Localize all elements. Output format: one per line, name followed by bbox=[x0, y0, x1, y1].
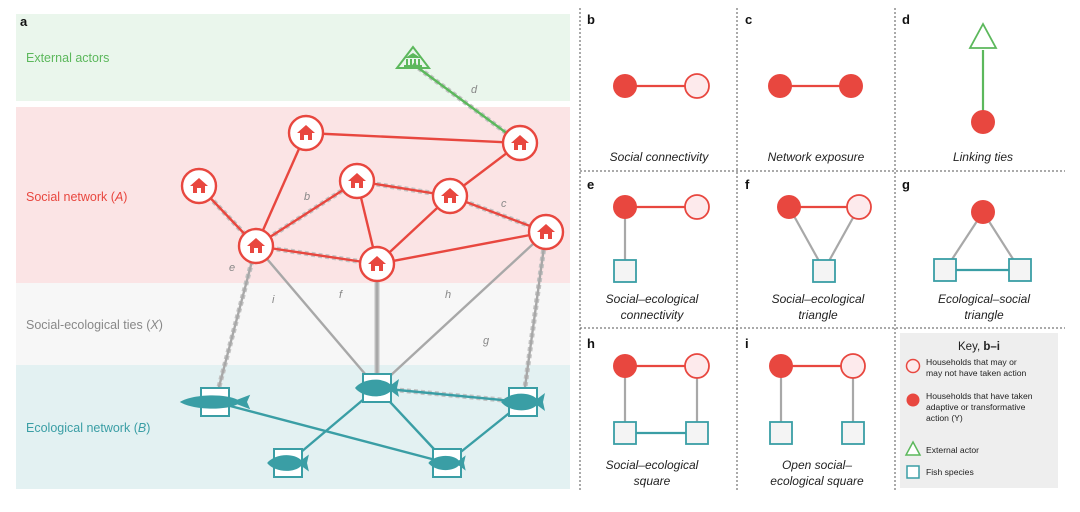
band-label-social: Social network (A) bbox=[26, 190, 127, 204]
band-label-ties: Social-ecological ties (X) bbox=[26, 318, 163, 332]
svg-text:triangle: triangle bbox=[964, 308, 1004, 322]
household-icon bbox=[287, 114, 325, 152]
panel-g: g Ecological–social triangle bbox=[902, 177, 1032, 322]
fish-icon bbox=[501, 387, 545, 417]
fish-nodes bbox=[179, 373, 545, 478]
svg-text:g: g bbox=[902, 177, 910, 192]
band-external bbox=[16, 14, 570, 101]
svg-text:h: h bbox=[445, 289, 451, 301]
panel-dividers bbox=[579, 8, 1065, 492]
household-icon bbox=[237, 227, 275, 265]
fish-icon bbox=[428, 448, 466, 478]
svg-text:connectivity: connectivity bbox=[621, 308, 685, 322]
panel-d: d Linking ties bbox=[902, 12, 1013, 164]
svg-text:Network exposure: Network exposure bbox=[768, 150, 865, 164]
social-ecological-ties bbox=[213, 231, 548, 403]
panel-letter: a bbox=[20, 14, 28, 29]
household-icon bbox=[501, 124, 539, 162]
svg-text:External actor: External actor bbox=[926, 445, 979, 455]
open-circle-icon bbox=[905, 358, 921, 374]
panel-c: c Network exposure bbox=[745, 12, 865, 164]
panel-h: h Social–ecological square bbox=[587, 336, 710, 488]
svg-text:ecological square: ecological square bbox=[770, 474, 864, 488]
svg-text:Social–ecological: Social–ecological bbox=[606, 458, 699, 472]
linking-tie bbox=[412, 63, 521, 144]
svg-text:Linking ties: Linking ties bbox=[953, 150, 1013, 164]
household-icon bbox=[358, 245, 396, 283]
household-icon bbox=[431, 177, 469, 215]
svg-text:Fish species: Fish species bbox=[926, 467, 974, 477]
fish-icon bbox=[267, 448, 309, 478]
svg-text:f: f bbox=[339, 289, 343, 301]
svg-text:Social–ecological: Social–ecological bbox=[772, 292, 865, 306]
household-nodes bbox=[180, 114, 565, 283]
household-icon bbox=[338, 162, 376, 200]
band-label-external: External actors bbox=[26, 51, 109, 65]
svg-text:c: c bbox=[501, 198, 507, 210]
svg-text:e: e bbox=[229, 262, 235, 274]
panel-e: e Social–ecological connectivity bbox=[587, 177, 710, 322]
svg-text:action (Y): action (Y) bbox=[926, 413, 963, 423]
svg-text:c: c bbox=[745, 12, 752, 27]
key-title: Key, b–i bbox=[958, 341, 1000, 353]
svg-text:h: h bbox=[587, 336, 595, 351]
svg-text:triangle: triangle bbox=[798, 308, 838, 322]
svg-text:b: b bbox=[587, 12, 595, 27]
svg-text:i: i bbox=[745, 336, 749, 351]
svg-text:i: i bbox=[272, 294, 275, 306]
svg-text:square: square bbox=[634, 474, 671, 488]
fish-icon bbox=[355, 373, 399, 403]
svg-text:may not have taken action: may not have taken action bbox=[926, 368, 1027, 378]
external-actor-icon bbox=[394, 45, 432, 69]
svg-text:Households that have taken: Households that have taken bbox=[926, 391, 1033, 401]
square-icon bbox=[906, 465, 920, 479]
panel-f: f Social–ecological triangle bbox=[745, 177, 872, 322]
panel-b: b Social connectivity bbox=[587, 12, 710, 164]
filled-circle-icon bbox=[906, 393, 920, 407]
band-label-ecological: Ecological network (B) bbox=[26, 421, 150, 435]
key-panel: Key, b–i Households that may or may not … bbox=[900, 333, 1058, 488]
svg-text:d: d bbox=[471, 84, 478, 96]
svg-text:d: d bbox=[902, 12, 910, 27]
triangle-icon bbox=[904, 440, 922, 456]
svg-text:Households that may or: Households that may or bbox=[926, 357, 1017, 367]
svg-text:Social connectivity: Social connectivity bbox=[610, 150, 710, 164]
household-icon bbox=[180, 167, 218, 205]
svg-text:adaptive or transformative: adaptive or transformative bbox=[926, 402, 1026, 412]
edge-letters: d b c e i f h g bbox=[229, 84, 507, 347]
svg-text:e: e bbox=[587, 177, 594, 192]
fish-icon bbox=[179, 387, 251, 417]
svg-text:Social–ecological: Social–ecological bbox=[606, 292, 699, 306]
svg-text:Ecological–social: Ecological–social bbox=[938, 292, 1030, 306]
svg-text:g: g bbox=[483, 335, 490, 347]
panel-a: a External actors Social network (A) Soc… bbox=[16, 14, 570, 489]
panel-i: i Open social– ecological square bbox=[745, 336, 866, 488]
svg-text:Open social–: Open social– bbox=[782, 458, 852, 472]
svg-text:b: b bbox=[304, 191, 310, 203]
household-icon bbox=[527, 213, 565, 251]
svg-text:f: f bbox=[745, 177, 750, 192]
